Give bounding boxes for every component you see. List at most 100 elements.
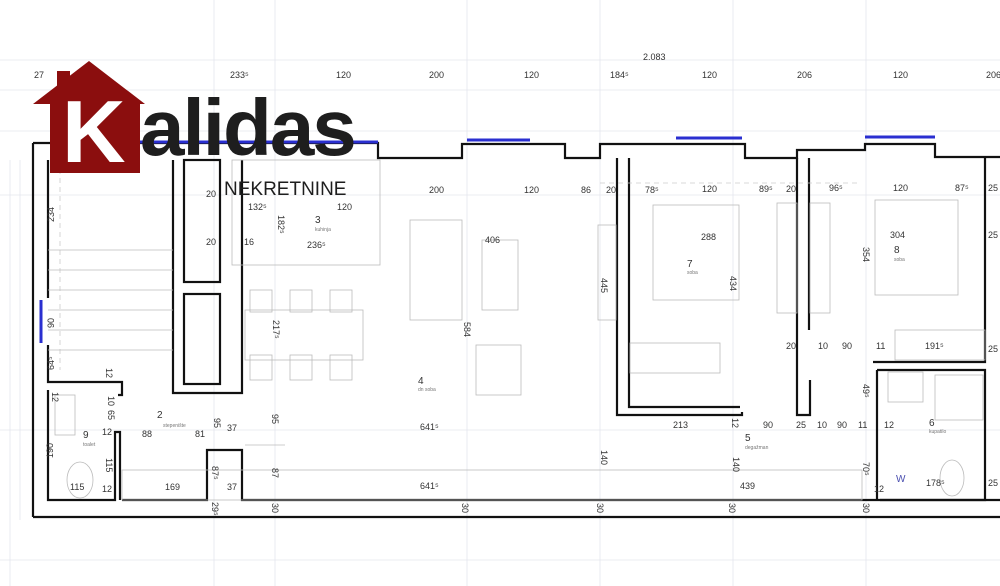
dimension-label: 20: [786, 341, 796, 351]
dimension-label: 217⁵: [271, 320, 281, 339]
dimension-label: 16: [244, 237, 254, 247]
dimension-label: 10: [106, 396, 116, 406]
room-number: 4: [418, 376, 424, 387]
dimension-label: 11: [876, 341, 885, 351]
dimension-label: 20: [606, 185, 616, 195]
dimension-label: 191⁵: [925, 341, 944, 351]
logo-tagline: NEKRETNINE: [224, 179, 346, 200]
dimension-label: 27: [34, 70, 44, 80]
dimension-label: 184⁵: [610, 70, 629, 80]
dimension-label: 30: [727, 503, 737, 513]
dimension-label: 25: [988, 183, 998, 193]
dimension-label: 115: [70, 482, 84, 492]
dimension-label: 288: [701, 232, 716, 242]
dimension-label: 132⁵: [248, 202, 267, 212]
dimension-label: 120: [524, 70, 539, 80]
dimension-label: 12: [730, 418, 740, 428]
room-number: 2: [157, 410, 163, 421]
dimension-label: 90: [842, 341, 852, 351]
dimension-label: 190: [45, 443, 55, 458]
dimension-label: 90: [46, 318, 56, 328]
dimension-label: 236⁵: [307, 240, 326, 250]
dimension-label: 20: [786, 184, 796, 194]
dimension-label: 445: [599, 278, 609, 293]
room-name: dn soba: [418, 387, 436, 393]
dimension-label: 169: [165, 482, 180, 492]
dimension-label: 87⁵: [955, 183, 969, 193]
dimension-label: 95: [270, 414, 280, 424]
dimension-label: 120: [337, 202, 352, 212]
dimension-label: 37: [227, 482, 237, 492]
dimension-label: 641⁵: [420, 422, 439, 432]
room-number: 9: [83, 430, 89, 441]
dimension-label: 11: [858, 420, 867, 430]
dimension-label: 434: [728, 276, 738, 291]
dimension-label: 49⁵: [861, 384, 871, 398]
room-name: soba: [894, 257, 905, 263]
dimension-label: 20: [206, 237, 216, 247]
dimension-label: 12: [102, 427, 112, 437]
inner-dimensions: 200 120 86 20 78⁵ 120 89⁵ 20 96⁵ 120 87⁵…: [429, 183, 998, 195]
dimension-label: 12: [884, 420, 894, 430]
dimension-label: 29⁵: [210, 502, 220, 516]
dimension-label: 64⁵: [46, 356, 56, 370]
dimension-label: 120: [893, 70, 908, 80]
walls: [31, 141, 1000, 519]
dimension-label: 641⁵: [420, 481, 439, 491]
dimension-label: 140: [731, 457, 741, 472]
dimension-label: 12: [50, 392, 60, 402]
dimension-label: 90: [763, 420, 773, 430]
room-dimensions: 20 132⁵ 120 182⁵ 20 16 236⁵ 406 584 217⁵…: [45, 189, 998, 516]
dimension-label: 200: [429, 70, 444, 80]
room-name: stepenište: [163, 423, 186, 429]
dimension-label: 206: [986, 70, 1000, 80]
room-name: kupatilo: [929, 429, 946, 435]
dimension-label: 10: [818, 341, 828, 351]
dimension-label: 200: [429, 185, 444, 195]
dimension-label: 95: [212, 418, 222, 428]
dimension-label: 88: [142, 429, 152, 439]
dimension-label: 234: [46, 207, 56, 222]
room-number: 6: [929, 418, 935, 429]
overall-dimension: 2.083: [643, 52, 666, 62]
dimension-label: 70⁵: [861, 462, 871, 476]
room-name: kuhinja: [315, 227, 331, 233]
room-number: 5: [745, 433, 751, 444]
dimension-label: 81: [195, 429, 205, 439]
washer-label: W: [896, 474, 906, 485]
dimension-label: 25: [988, 478, 998, 488]
room-number: 7: [687, 259, 693, 270]
dimension-label: 30: [861, 503, 871, 513]
dimension-label: 10: [817, 420, 827, 430]
dimension-label: 439: [740, 481, 755, 491]
room-name: soba: [687, 270, 698, 276]
dimension-label: 120: [336, 70, 351, 80]
dimension-label: 90: [837, 420, 847, 430]
room-number: 3: [315, 215, 321, 226]
dimension-label: 213: [673, 420, 688, 430]
dimension-label: 120: [702, 70, 717, 80]
dimension-label: 30: [595, 503, 605, 513]
dimension-label: 65: [106, 410, 116, 420]
dimension-label: 233⁵: [230, 70, 249, 80]
logo-wordmark: alidas: [140, 83, 355, 172]
dimension-label: 120: [893, 183, 908, 193]
dimension-label: 37: [227, 423, 237, 433]
dimension-label: 120: [524, 185, 539, 195]
dimension-label: 20: [206, 189, 216, 199]
dimension-label: 12: [104, 368, 114, 378]
dimension-label: 304: [890, 230, 905, 240]
dimension-label: 120: [702, 184, 717, 194]
dimension-label: 87⁵: [210, 466, 220, 480]
top-dimensions: 27 233⁵ 120 200 120 184⁵ 120 206 120 206: [34, 70, 1000, 80]
dimension-label: 30: [270, 503, 280, 513]
dimension-label: 89⁵: [759, 184, 773, 194]
windows: [39, 135, 935, 343]
dimension-label: 78⁵: [645, 185, 659, 195]
room-labels: 3 kuhinja 4 dn soba 7 soba 8 soba 2 step…: [83, 215, 946, 451]
dimension-label: 182⁵: [276, 215, 286, 234]
dimension-label: 140: [599, 450, 609, 465]
